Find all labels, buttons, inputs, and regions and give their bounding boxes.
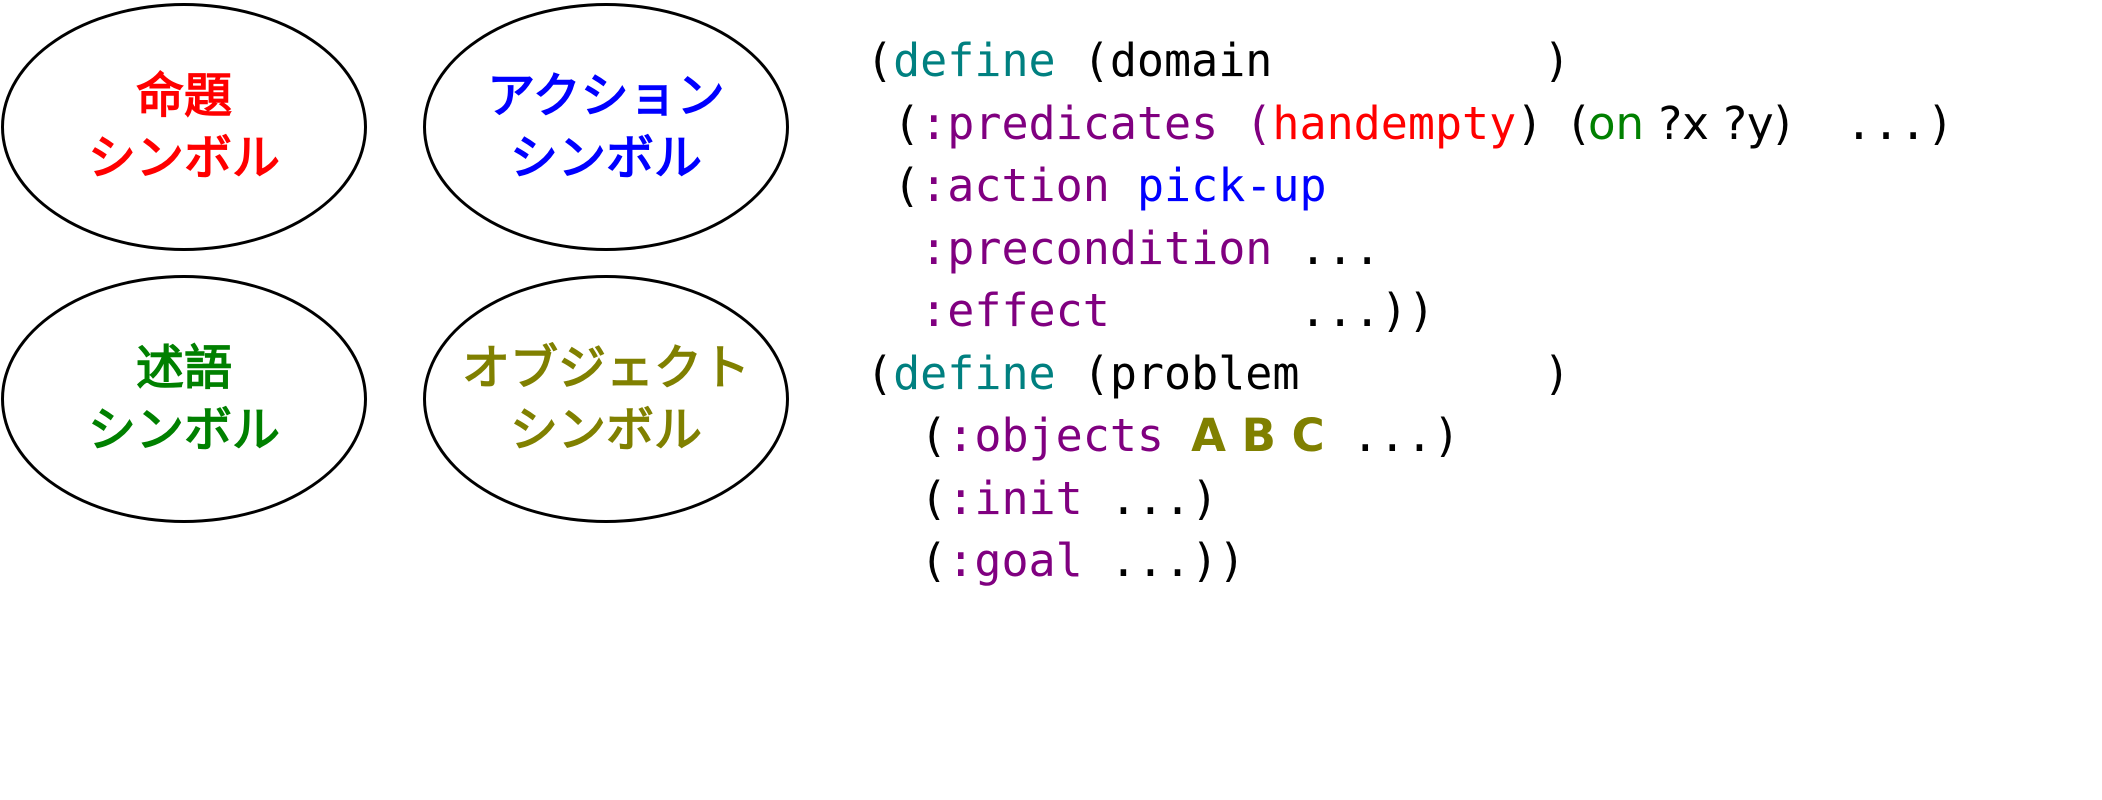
- paren: (: [866, 346, 894, 400]
- paren: (: [866, 34, 894, 87]
- paren: (: [866, 159, 921, 212]
- paren-close: ): [1272, 34, 1571, 87]
- pddl-code-block: (define (domain ) (:predicates (handempt…: [866, 30, 1954, 593]
- indent: [866, 284, 920, 337]
- ellipsis: ...): [1082, 471, 1219, 525]
- keyword-predicates: :predicates: [920, 96, 1219, 150]
- code-line-effect: :effect ...)): [866, 280, 1954, 343]
- code-line-define-problem: (define (problem ): [866, 343, 1954, 406]
- proposition-symbol-line2: シンボル: [87, 130, 280, 186]
- paren: ): [1773, 96, 1792, 150]
- predicate-symbol-ellipse: 述語 シンボル: [1, 275, 367, 523]
- domain-text: (domain: [1055, 34, 1273, 87]
- code-line-goal: (:goal ...)): [866, 530, 1954, 593]
- code-line-predicates: (:predicates (handempty) (on ?x ?y) ...): [866, 93, 1954, 156]
- action-symbol-line1: アクション: [487, 68, 725, 124]
- ellipsis: ...)): [1082, 534, 1246, 587]
- paren: ): [1516, 96, 1544, 150]
- object-symbol-ellipse: オブジェクト シンボル: [423, 275, 789, 523]
- action-symbol-ellipse: アクション シンボル: [423, 3, 789, 251]
- predicate-on: on: [1587, 96, 1645, 150]
- object-symbol-line2: シンボル: [509, 402, 702, 458]
- ellipsis: ...)): [1109, 284, 1435, 337]
- space: [1218, 97, 1245, 150]
- paren: (: [866, 96, 921, 150]
- ellipsis: ...: [1272, 221, 1381, 275]
- ellipsis: ...): [1324, 409, 1461, 462]
- action-pick-up: pick-up: [1136, 159, 1327, 212]
- paren: (: [866, 534, 948, 587]
- paren-close: ): [1299, 346, 1571, 400]
- indent: [866, 222, 920, 275]
- paren: (: [1570, 96, 1588, 150]
- keyword-action: :action: [920, 159, 1110, 212]
- code-line-define-domain: (define (domain ): [866, 30, 1954, 93]
- keyword-define: define: [893, 34, 1056, 87]
- code-line-precondition: :precondition ...: [866, 218, 1954, 281]
- code-line-objects: (:objects A B C ...): [866, 405, 1954, 468]
- predicate-args: ?x ?y: [1644, 96, 1774, 150]
- paren: (: [866, 409, 948, 462]
- predicate-symbol-line2: シンボル: [87, 402, 280, 458]
- code-line-init: (:init ...): [866, 468, 1954, 531]
- paren: (: [1245, 96, 1273, 150]
- object-symbols: A B C: [1191, 409, 1325, 462]
- object-symbol-line1: オブジェクト: [461, 340, 750, 396]
- predicate-symbol-line1: 述語: [135, 340, 232, 396]
- proposition-symbol-line1: 命題: [135, 68, 232, 124]
- code-line-action: (:action pick-up: [866, 155, 1954, 218]
- keyword-objects: :objects: [947, 409, 1165, 462]
- space: [1164, 409, 1191, 462]
- keyword-goal: :goal: [947, 534, 1083, 587]
- space: [1543, 97, 1570, 150]
- problem-text: (problem: [1055, 346, 1300, 400]
- proposition-handempty: handempty: [1272, 96, 1517, 150]
- keyword-effect: :effect: [920, 284, 1110, 337]
- proposition-symbol-ellipse: 命題 シンボル: [1, 3, 367, 251]
- keyword-init: :init: [947, 471, 1083, 525]
- keyword-define: define: [893, 346, 1056, 400]
- action-symbol-line2: シンボル: [509, 130, 702, 186]
- paren: (: [866, 471, 948, 525]
- space: [1110, 159, 1137, 212]
- ellipsis: ...): [1791, 96, 1954, 150]
- keyword-precondition: :precondition: [920, 221, 1273, 275]
